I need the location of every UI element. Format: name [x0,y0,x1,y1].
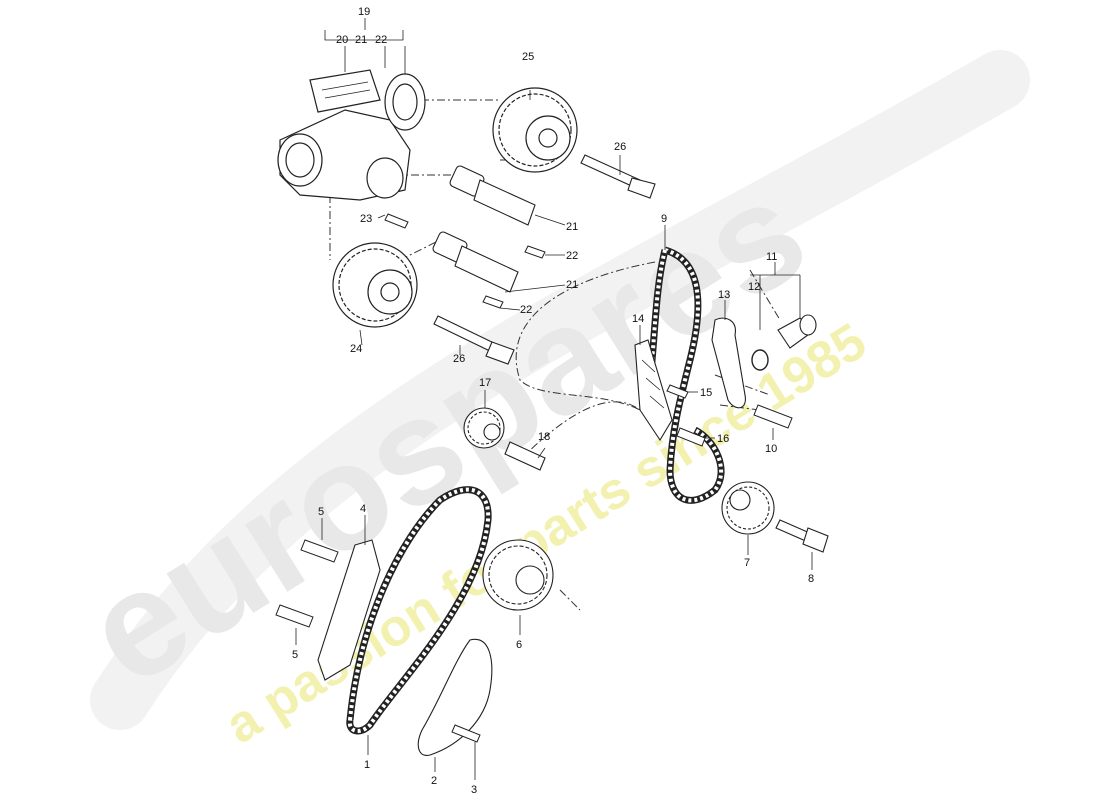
screws-small [384,213,546,309]
callout-6: 6 [516,639,522,651]
watermark: eurospares a passion for parts since 198… [58,50,1030,755]
callout-21-b: 21 [566,279,578,291]
sprocket-6 [482,539,554,611]
callout-10: 10 [765,443,777,455]
pins [666,384,793,447]
callout-22-top: 22 [375,34,387,46]
callout-13: 13 [718,289,730,301]
sprocket-17 [463,407,505,449]
shaft-18 [504,441,546,471]
solenoid-valve-upper [449,165,536,226]
callout-22-b: 22 [520,304,532,316]
leader-lines [295,18,813,780]
callout-26-lower: 26 [453,353,465,365]
bolt-8 [775,519,829,553]
tensioner-rail-2 [417,638,493,756]
camshaft-adjuster-upper [492,87,578,173]
callout-8: 8 [808,573,814,585]
camshaft-adjuster-lower [332,242,418,328]
callout-21-a: 21 [566,221,578,233]
chain-tensioner-11 [777,314,817,349]
alignment-guides [329,99,781,611]
timing-chain-lower [346,486,492,735]
bolt-26-lower [433,315,515,365]
callout-3: 3 [471,784,477,796]
callout-4: 4 [360,503,366,515]
callout-14: 14 [632,313,644,325]
bolt-3 [451,724,481,743]
callout-5-lower: 5 [292,649,298,661]
callout-7: 7 [744,557,750,569]
callout-2: 2 [431,775,437,787]
callout-20: 20 [336,34,348,46]
callout-16: 16 [717,433,729,445]
pins-5 [275,539,339,628]
guide-rail-14 [634,339,673,442]
callout-24: 24 [350,343,362,355]
solenoid-valve-lower [432,231,519,293]
callout-17: 17 [479,377,491,389]
callout-9: 9 [661,213,667,225]
callout-26-upper: 26 [614,141,626,153]
sprocket-7 [721,481,775,535]
callout-21-top: 21 [355,34,367,46]
tensioner-rail-13 [711,317,746,409]
seal-ring-12 [751,349,769,371]
callout-19: 19 [358,6,370,18]
callout-18: 18 [538,431,550,443]
guide-rail-4 [317,539,381,681]
callout-11: 11 [766,251,777,263]
callout-12: 12 [748,281,760,293]
callout-23: 23 [360,213,372,225]
callout-25: 25 [522,51,534,63]
callout-15: 15 [700,387,712,399]
callout-labels: 19 20 21 22 25 26 21 22 21 22 23 24 26 1… [292,6,814,796]
bolt-26-upper [580,154,656,199]
callout-22-a: 22 [566,250,578,262]
callout-1: 1 [364,759,370,771]
callout-5-upper: 5 [318,506,324,518]
camshaft-housing-bracket [277,69,426,201]
